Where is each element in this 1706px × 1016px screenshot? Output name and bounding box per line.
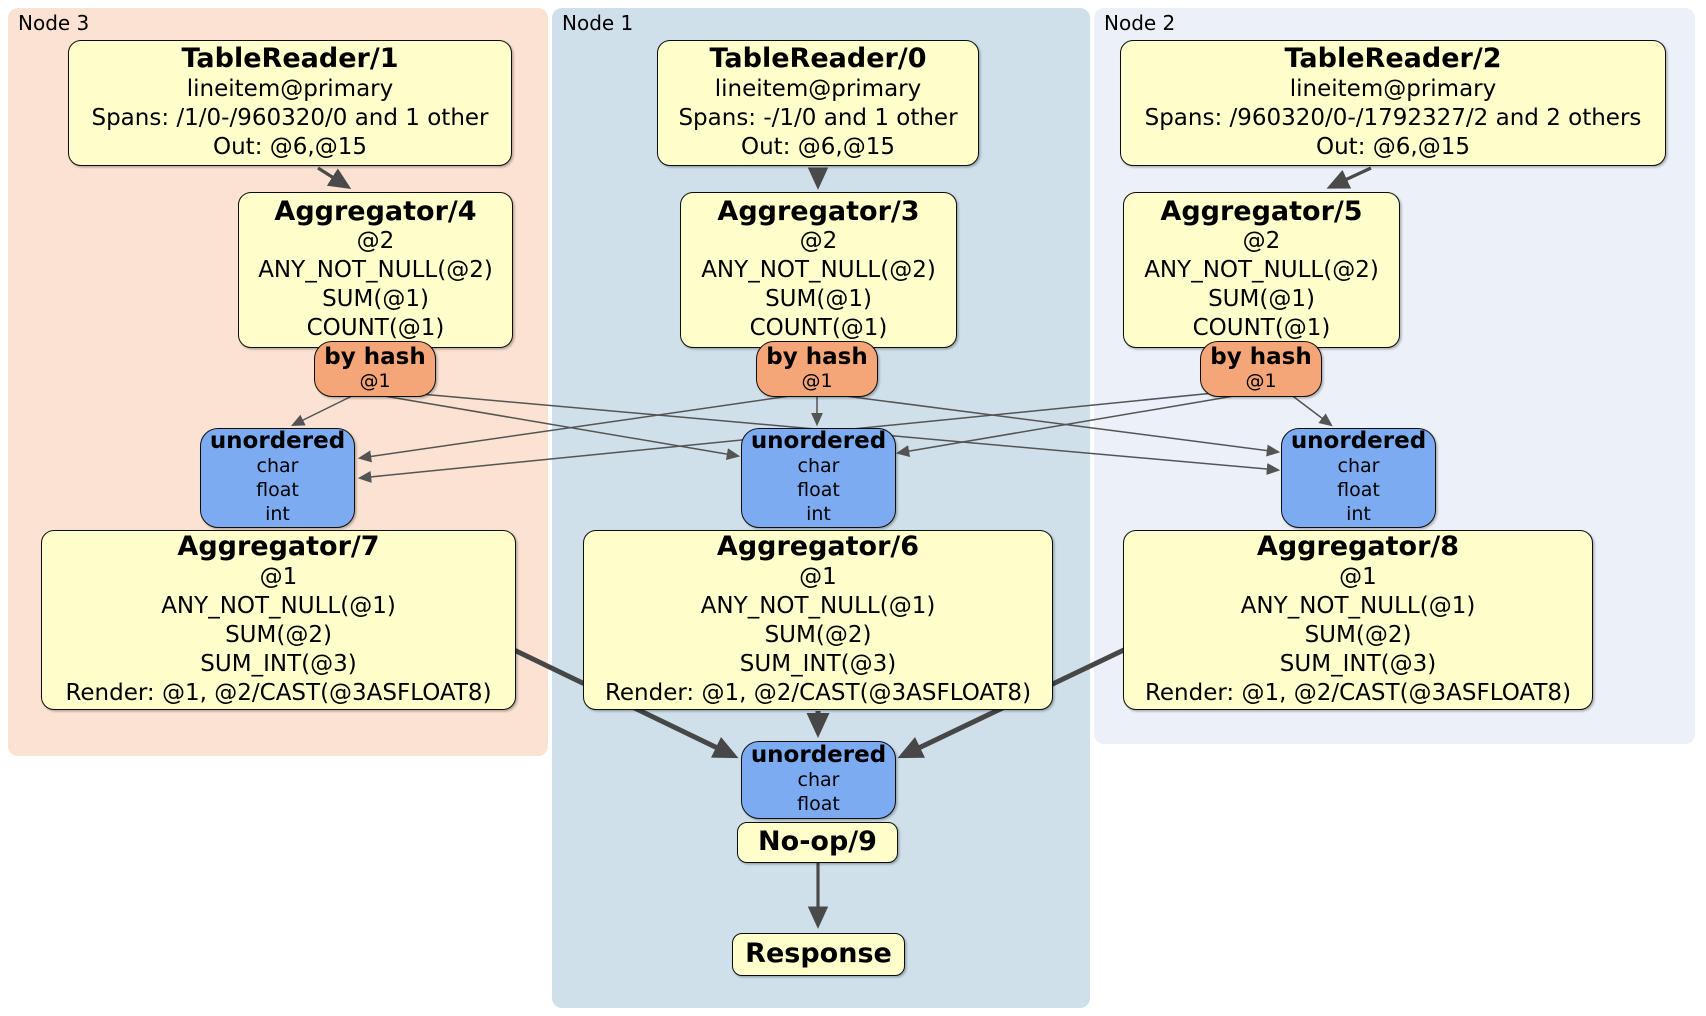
hash-router-node2: by hash @1 [1200,341,1322,397]
sync-col: int [265,502,290,525]
sync-title: unordered [750,742,887,769]
index-line: lineitem@primary [1289,75,1497,102]
agg-line: SUM(@1) [322,286,429,313]
spans-line: Spans: -/1/0 and 1 other [678,104,958,131]
aggregator-4: Aggregator/4 @2 ANY_NOT_NULL(@2) SUM(@1)… [238,192,513,348]
agg-line: SUM(@2) [225,621,332,648]
sync-col: char [797,454,840,477]
aggregator-5: Aggregator/5 @2 ANY_NOT_NULL(@2) SUM(@1)… [1123,192,1400,348]
aggregator-7: Aggregator/7 @1 ANY_NOT_NULL(@1) SUM(@2)… [41,530,516,710]
sync-col: float [797,792,840,815]
agg-render-line: Render: @1, @2/CAST(@3ASFLOAT8) [1144,679,1572,706]
aggregator-6: Aggregator/6 @1 ANY_NOT_NULL(@1) SUM(@2)… [583,530,1053,710]
router-title: by hash [766,343,868,370]
box-title: Response [745,938,892,970]
agg-line: ANY_NOT_NULL(@1) [161,592,396,619]
agg-render-line: Render: @1, @2/CAST(@3ASFLOAT8) [65,679,492,706]
box-title: Aggregator/6 [716,531,920,563]
reader-to-aggregator-edges [317,166,1372,190]
index-line: lineitem@primary [714,75,922,102]
aggregator-3: Aggregator/3 @2 ANY_NOT_NULL(@2) SUM(@1)… [680,192,957,348]
node3-label: Node 3 [18,11,90,35]
table-reader-1: TableReader/1 lineitem@primary Spans: /1… [68,40,512,166]
unordered-sync-node3: unordered char float int [200,428,355,528]
sync-col: char [256,454,299,477]
agg-line: COUNT(@1) [306,315,445,342]
out-line: Out: @6,@15 [213,133,367,160]
noop-processor: No-op/9 [737,822,898,863]
agg-line: @1 [259,563,298,590]
sync-col: int [1346,502,1371,525]
router-title: by hash [324,343,426,370]
hash-router-node3: by hash @1 [314,341,436,397]
router-key: @1 [1245,370,1277,393]
agg-line: @1 [1339,563,1377,590]
router-key: @1 [801,370,833,393]
aggregator-8: Aggregator/8 @1 ANY_NOT_NULL(@1) SUM(@2)… [1123,530,1593,710]
agg-line: SUM(@2) [764,621,872,648]
out-line: Out: @6,@15 [741,133,895,160]
sync-col: char [1337,454,1380,477]
sync-col: int [806,502,831,525]
router-title: by hash [1210,343,1312,370]
agg-line: SUM(@1) [1208,286,1315,313]
sync-col: char [797,768,840,791]
agg-line: ANY_NOT_NULL(@2) [1144,257,1379,284]
unordered-sync-node2: unordered char float int [1281,428,1436,528]
spans-line: Spans: /1/0-/960320/0 and 1 other [91,104,489,131]
agg-line: ANY_NOT_NULL(@2) [701,257,936,284]
response-node: Response [732,933,905,976]
unordered-sync-node1: unordered char float int [741,428,896,528]
sync-col: float [1337,478,1380,501]
node1-label: Node 1 [562,11,634,35]
router-key: @1 [359,370,391,393]
agg-line: @2 [799,228,838,255]
box-title: TableReader/2 [1284,43,1502,75]
agg-line: COUNT(@1) [749,315,888,342]
box-title: No-op/9 [758,826,877,858]
box-title: Aggregator/5 [1160,195,1363,227]
agg-line: @2 [356,228,395,255]
agg-render-line: Render: @1, @2/CAST(@3ASFLOAT8) [604,679,1032,706]
spans-line: Spans: /960320/0-/1792327/2 and 2 others [1144,104,1642,131]
sync-col: float [797,478,840,501]
agg-line: ANY_NOT_NULL(@1) [1240,592,1476,619]
table-reader-0: TableReader/0 lineitem@primary Spans: -/… [657,40,979,166]
agg-line: @1 [799,563,837,590]
agg-line: SUM_INT(@3) [739,650,897,677]
node2-label: Node 2 [1104,11,1176,35]
agg-line: COUNT(@1) [1192,315,1331,342]
box-title: TableReader/0 [709,43,927,75]
agg-line: @2 [1242,228,1281,255]
box-title: Aggregator/7 [177,531,380,563]
hash-router-node1: by hash @1 [756,341,878,397]
box-title: TableReader/1 [181,43,399,75]
table-reader-2: TableReader/2 lineitem@primary Spans: /9… [1120,40,1666,166]
agg-line: SUM_INT(@3) [1279,650,1437,677]
sync-col: float [256,478,299,501]
agg-line: SUM_INT(@3) [200,650,357,677]
agg-line: ANY_NOT_NULL(@1) [700,592,936,619]
sync-title: unordered [750,428,887,455]
box-title: Aggregator/3 [717,195,920,227]
box-title: Aggregator/4 [274,195,477,227]
agg-line: SUM(@2) [1304,621,1412,648]
out-line: Out: @6,@15 [1316,133,1470,160]
agg-line: SUM(@1) [765,286,872,313]
sync-title: unordered [209,428,346,455]
sync-title: unordered [1290,428,1427,455]
agg-line: ANY_NOT_NULL(@2) [258,257,493,284]
box-title: Aggregator/8 [1256,531,1460,563]
unordered-sync-final: unordered char float [741,741,896,819]
index-line: lineitem@primary [186,75,394,102]
